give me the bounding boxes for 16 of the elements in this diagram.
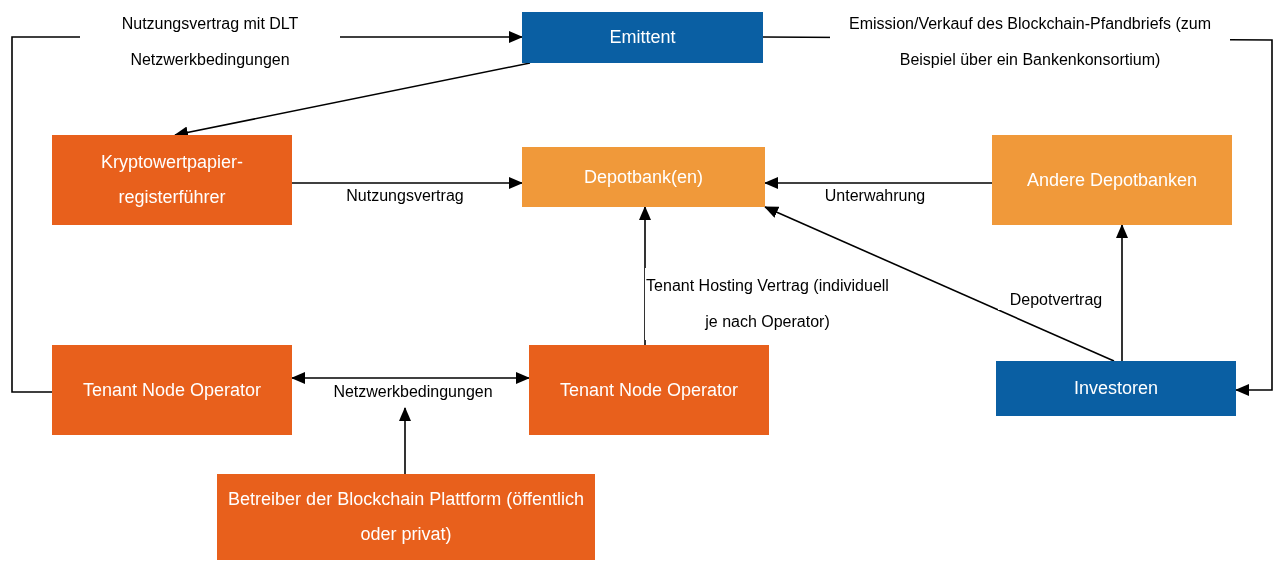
arrow: [764, 177, 993, 189]
process-box: Depotbank(en): [522, 147, 765, 207]
arrow: [291, 372, 530, 384]
process-box: Tenant Node Operator: [529, 345, 769, 435]
arrow: [291, 177, 523, 189]
process-box: Emittent: [522, 12, 763, 63]
arrow: [1116, 224, 1128, 362]
edge-label: Tenant Hosting Vertrag (individuell je nach Operator): [645, 268, 890, 340]
process-box: Betreiber der Blockchain Plattform (öffentlich oder privat): [217, 474, 595, 560]
process-box: Tenant Node Operator: [52, 345, 292, 435]
arrow: [399, 407, 411, 475]
arrow: [639, 206, 651, 346]
process-box: Andere Depotbanken: [992, 135, 1232, 225]
arrow: [764, 206, 1115, 362]
process-box: Investoren: [996, 361, 1236, 416]
process-box: Kryptowertpapier-registerführer: [52, 135, 292, 225]
